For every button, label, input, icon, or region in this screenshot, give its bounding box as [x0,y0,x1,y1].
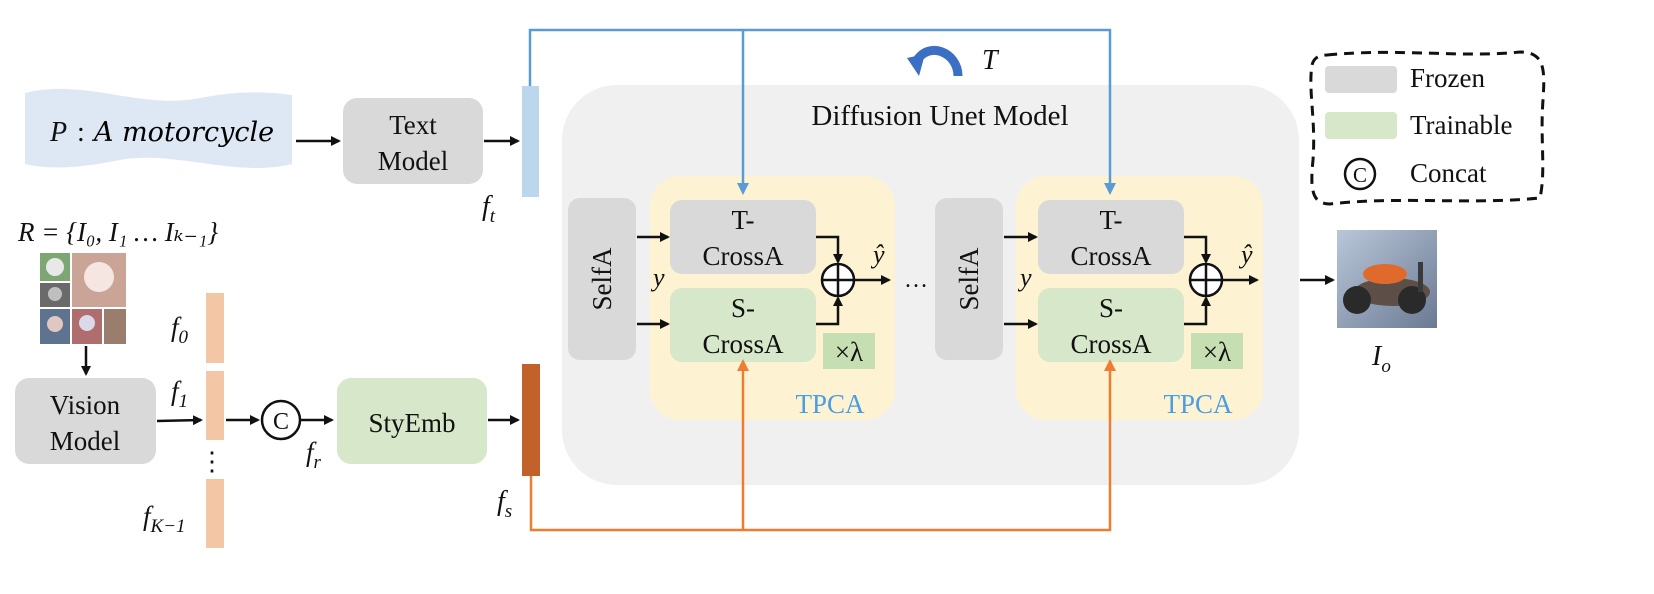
text-model-line2: Model [378,146,449,176]
lambda-box-2 [1191,333,1243,369]
f-1-label: f1 [171,376,188,412]
f-0-label: f0 [171,312,189,348]
f-s-label: fs [497,486,512,522]
y-label-1: y [650,263,665,292]
text-feature-bar [522,86,539,197]
style-feature-bar-1 [206,371,224,440]
legend-frozen-swatch [1325,66,1397,93]
unet-title: Diffusion Unet Model [811,100,1068,132]
selfa-box-2 [935,198,1003,360]
prompt-var: P [49,117,67,148]
sum-icon-2 [1188,262,1224,298]
f-r-label: fr [306,437,322,473]
timestep-loop-icon [907,46,963,77]
legend-frozen-label: Frozen [1410,63,1485,93]
vision-model-box [15,378,156,464]
legend-concat-label: Concat [1410,158,1487,188]
svg-text:C: C [273,409,289,435]
legend-box [1309,50,1546,206]
f-k-label: fK−1 [143,501,186,537]
styemb-box [337,378,487,464]
vision-model-line2: Model [50,426,121,456]
text-model-box [343,98,483,184]
sum-icon-1 [820,262,856,298]
lambda-label-1: ×λ [835,337,863,367]
block-ellipsis: … [904,267,928,293]
legend-concat-icon: C [1343,157,1377,191]
output-label: Io [1371,341,1391,377]
style-feature-bar-0 [206,293,224,363]
s-crossa-line1-1: S- [731,293,755,323]
output-image [1337,230,1437,328]
tpca-label-1: TPCA [795,389,865,419]
prompt-sep: : [77,117,85,148]
styemb-label: StyEmb [368,408,455,438]
s-crossa-box-1 [670,288,816,362]
f-t-label: ft [482,191,496,227]
t-crossa-line2-2: CrossA [1070,241,1152,271]
s-crossa-line2-2: CrossA [1070,329,1152,359]
lambda-label-2: ×λ [1203,337,1231,367]
t-crossa-line1-1: T- [731,205,754,235]
s-crossa-line1-2: S- [1099,293,1123,323]
legend-trainable-label: Trainable [1410,110,1513,140]
text-model-line1: Text [389,110,437,140]
svg-text:C: C [1353,163,1367,187]
legend-trainable-swatch [1325,112,1397,139]
refs-label: R = {I₀, I₁ … Iₖ₋₁} [17,217,218,247]
prompt-text: A motorcycle [91,117,274,148]
t-crossa-box-2 [1038,200,1184,274]
reference-images [40,253,126,344]
s-crossa-line2-1: CrossA [702,329,784,359]
style-embedding-bar [522,364,540,476]
loop-label: T [982,45,1000,76]
prompt-banner [25,88,292,169]
t-crossa-line2-1: CrossA [702,241,784,271]
vision-model-line1: Vision [50,390,121,420]
selfa-label-1: SelfA [587,247,617,310]
s-crossa-box-2 [1038,288,1184,362]
tpca-label-2: TPCA [1163,389,1233,419]
selfa-label-2: SelfA [954,247,984,310]
style-feature-bar-k [206,479,224,548]
yhat-label-2: ŷ [1238,240,1253,269]
y-label-2: y [1017,263,1032,292]
selfa-box-1 [568,198,636,360]
lambda-box-1 [823,333,875,369]
concat-icon: C [260,399,302,441]
yhat-label-1: ŷ [870,240,885,269]
t-crossa-box-1 [670,200,816,274]
t-crossa-line1-2: T- [1099,205,1122,235]
feature-vdots: ⋮ [199,447,225,476]
